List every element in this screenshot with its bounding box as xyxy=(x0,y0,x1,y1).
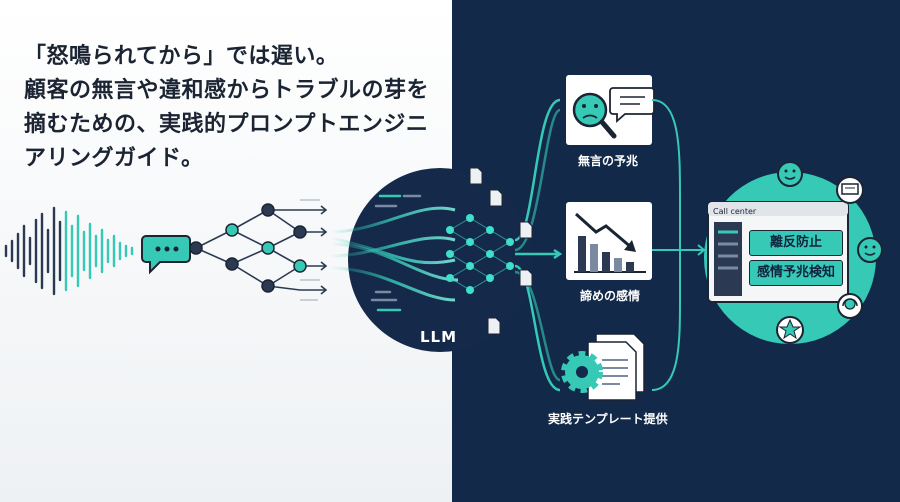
declining-chart-icon xyxy=(566,202,652,280)
star-icon xyxy=(776,316,804,344)
churn-prevention-button[interactable]: 離反防止 xyxy=(749,230,843,256)
step-label-template: 実践テンプレート提供 xyxy=(548,412,668,426)
headline: 「怒鳴られてから」では遅い。 顧客の無言や違和感からトラブルの芽を 摘むための、… xyxy=(24,40,474,176)
code-lines xyxy=(370,194,422,312)
step-label-silence: 無言の予兆 xyxy=(578,154,639,168)
headline-line-4: アリングガイド。 xyxy=(24,146,204,171)
sound-wave-icon xyxy=(4,206,134,296)
headline-line-2: 顧客の無言や違和感からトラブルの芽を xyxy=(24,78,430,103)
headline-line-1: 「怒鳴られてから」では遅い。 xyxy=(24,44,339,69)
headline-line-3: 摘むための、実践的プロンプトエンジニ xyxy=(24,112,429,137)
network-nodes xyxy=(189,203,307,293)
output-streams xyxy=(514,98,563,392)
data-streams xyxy=(329,206,459,302)
neural-network-icon xyxy=(446,214,514,294)
document-icons xyxy=(469,167,533,335)
message-icon xyxy=(836,176,864,204)
chat-bubble-icon xyxy=(141,235,191,275)
gear-document-icon xyxy=(561,333,645,401)
step-label-resignation: 諦めの感情 xyxy=(580,289,641,303)
call-center-title: Call center xyxy=(713,207,757,216)
network-graph-icon xyxy=(195,199,328,301)
headset-agent-icon xyxy=(837,293,863,319)
llm-core-circle xyxy=(348,168,532,352)
worried-face-magnifier-icon xyxy=(566,75,655,145)
happy-face-icon xyxy=(857,237,883,263)
llm-label: LLM xyxy=(420,328,458,346)
emotion-detection-button[interactable]: 感情予兆検知 xyxy=(749,260,843,286)
smile-face-icon xyxy=(777,161,803,187)
connector-lines xyxy=(651,99,706,391)
